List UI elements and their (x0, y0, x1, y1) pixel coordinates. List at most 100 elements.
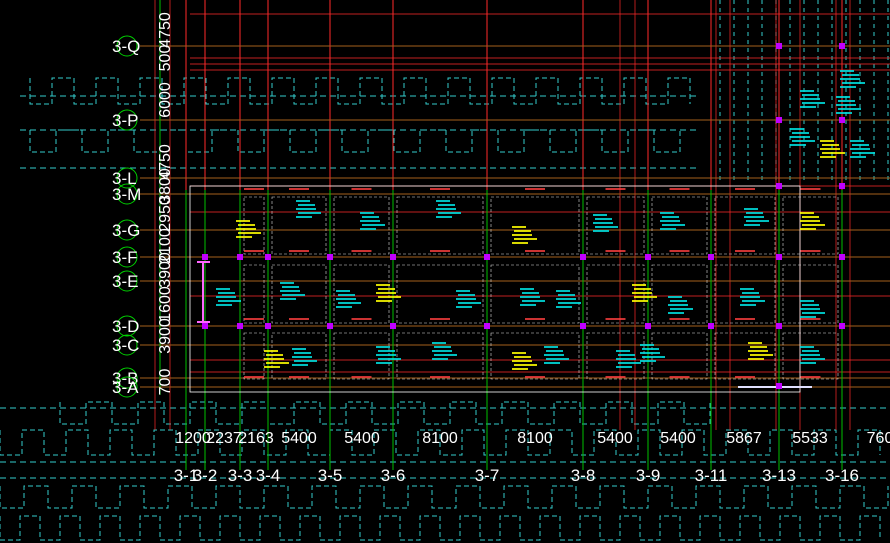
beam-annotation-text (802, 94, 819, 96)
beam-label (244, 318, 264, 320)
slab-panel-outline (490, 264, 580, 324)
column-dimension-label: 760 (867, 430, 890, 447)
beam-annotation-text (298, 212, 321, 214)
beam-annotation-text (595, 226, 618, 228)
column-node (390, 254, 396, 260)
beam-annotation-text (800, 362, 816, 364)
row-axis-bubble (116, 334, 138, 356)
beam-annotation-text (790, 128, 804, 130)
beam-annotation-text (668, 296, 682, 298)
beam-annotation-text (740, 304, 756, 306)
column-node (645, 323, 651, 329)
dashed-beam-band-mid (29, 129, 681, 153)
column-node (580, 323, 586, 329)
slab-panel-outline (490, 196, 580, 255)
beam-label (605, 250, 626, 252)
slab-panel-outline (651, 196, 708, 255)
beam-annotation-text (662, 216, 679, 218)
beam-annotation-text (264, 358, 284, 360)
row-axis-label-3-P: 3-P (112, 111, 138, 130)
row-axis-label-3-G: 3-G (112, 221, 140, 240)
row-axis-bubble (116, 219, 138, 241)
beam-annotation-text (218, 300, 241, 302)
beam-annotation-text (748, 358, 764, 360)
column-node (839, 43, 845, 49)
beam-annotation-text (216, 304, 232, 306)
column-axis-label-3-9: 3-9 (636, 466, 661, 485)
row-axis-label-3-M: 3-M (112, 185, 141, 204)
beam-annotation-text (296, 200, 310, 202)
beam-annotation-text (432, 358, 448, 360)
beam-annotation-text (238, 232, 261, 234)
beam-label (605, 318, 626, 320)
beam-label (800, 250, 821, 252)
beam-annotation-text (438, 204, 455, 206)
dashed-beam-band-bottom-2 (0, 485, 889, 509)
row-axis-bubble (116, 367, 138, 389)
beam-annotation-text (294, 360, 317, 362)
row-axis-label-3-L: 3-L (112, 169, 137, 188)
beam-annotation-text (338, 302, 361, 304)
beam-annotation-text (376, 300, 392, 302)
beam-label (735, 250, 755, 252)
beam-annotation-text (458, 302, 481, 304)
beam-annotation-text (842, 74, 859, 76)
row-dimension-labels: 4750600050047503800295021003900160039007… (157, 12, 174, 395)
beam-annotation-text (744, 216, 764, 218)
column-node (237, 254, 243, 260)
row-dimension-label: 4750 (157, 12, 174, 48)
slab-panel-outline (782, 332, 839, 380)
beam-label (430, 250, 450, 252)
beam-annotation-text (836, 96, 850, 98)
beam-annotation-text (842, 82, 865, 84)
beam-label (244, 188, 264, 190)
column-node (202, 323, 208, 329)
beam-annotation-text (593, 222, 613, 224)
beam-annotation-text (632, 292, 652, 294)
beam-annotation-text (595, 218, 612, 220)
beam-annotation-text (512, 242, 528, 244)
beam-annotation-text (512, 226, 526, 228)
beam-annotation-text (616, 366, 632, 368)
plan-boundary (189, 185, 801, 393)
column-node (645, 254, 651, 260)
beam-annotation-text (434, 346, 451, 348)
beam-label (430, 318, 450, 320)
column-axis-label-3-4: 3-4 (256, 466, 281, 485)
beam-annotation-text (670, 300, 687, 302)
beam-annotation-text (822, 152, 845, 154)
slab-panel-outline (396, 196, 484, 255)
beam-annotation-text (850, 148, 870, 150)
column-axis-label-3-8: 3-8 (571, 466, 596, 485)
row-axis-label-3-B: 3-B (112, 369, 138, 388)
beam-annotation-text (296, 208, 316, 210)
slab-panel-outline (271, 264, 327, 324)
column-dimension-label: 5400 (281, 430, 317, 447)
column-node (708, 254, 714, 260)
column-dimension-label: 2163 (238, 430, 274, 447)
column-node (839, 117, 845, 123)
beam-annotation-text (336, 298, 356, 300)
beam-label (289, 376, 309, 378)
beam-annotation-text (298, 204, 315, 206)
beam-label (351, 250, 372, 252)
slab-panel-outline (782, 264, 839, 324)
beam-annotation-text (802, 224, 825, 226)
row-axis-label-3-C: 3-C (112, 336, 139, 355)
beam-annotation-text (790, 136, 810, 138)
beam-annotation-text (236, 236, 252, 238)
beam-label (289, 250, 309, 252)
beam-label (800, 318, 821, 320)
row-axis-label-3-Q: 3-Q (112, 37, 140, 56)
beam-label (351, 376, 372, 378)
beam-annotation-text (336, 306, 352, 308)
column-dimension-label: 5400 (660, 430, 696, 447)
beam-annotation-text (280, 290, 300, 292)
row-dimension-label: 3900 (157, 318, 174, 354)
slab-panel-outline (651, 332, 708, 380)
column-node (237, 323, 243, 329)
beam-label (525, 318, 545, 320)
grid-lines-layer (140, 0, 890, 470)
